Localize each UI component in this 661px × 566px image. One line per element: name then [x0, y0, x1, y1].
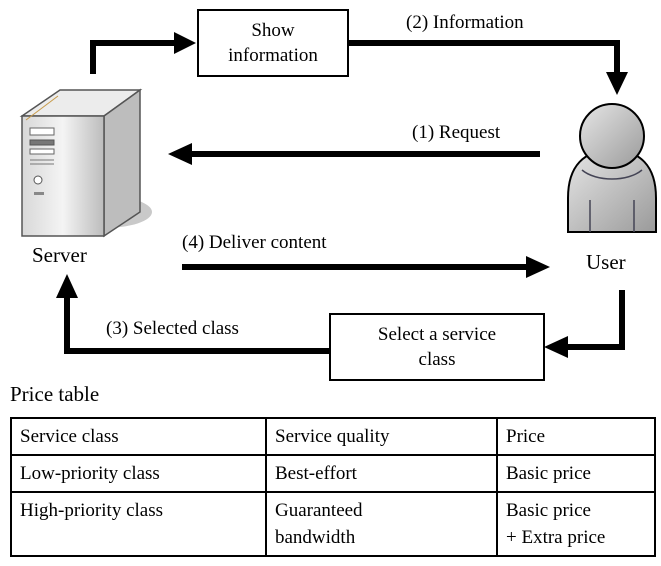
arrow-selected-class: [56, 274, 330, 354]
cell-price: Basic price: [496, 454, 656, 493]
price-line2: + Extra price: [506, 527, 606, 548]
quality-line1: Best-effort: [275, 463, 357, 484]
quality-line1: Guaranteed: [275, 500, 363, 521]
arrow-request: [168, 143, 540, 165]
header-service-class: Service class: [10, 417, 267, 456]
price-line1: Basic price: [506, 463, 591, 484]
select-class-label: Select a service class: [330, 322, 544, 372]
cell-service-class: Low-priority class: [10, 454, 267, 493]
quality-line2: bandwidth: [275, 527, 356, 548]
select-class-box: [329, 313, 545, 381]
cell-price: Basic price + Extra price: [496, 491, 656, 557]
header-service-quality: Service quality: [265, 417, 498, 456]
show-information-label: Show information: [198, 18, 348, 68]
arrow-deliver: [182, 256, 550, 278]
user-icon: [567, 103, 657, 233]
price-table: Service class Service quality Price Low-…: [10, 417, 656, 557]
table-row: High-priority class Guaranteed bandwidth…: [10, 491, 656, 557]
show-information-line2: information: [228, 45, 318, 66]
server-icon: [19, 88, 152, 238]
server-label: Server: [32, 243, 87, 267]
select-class-line1: Select a service: [377, 324, 497, 345]
arrow-information: [348, 40, 628, 95]
edge-label-information: (2) Information: [406, 12, 524, 33]
price-line1: Basic price: [506, 500, 591, 521]
table-header-row: Service class Service quality Price: [10, 417, 656, 456]
cell-service-class: High-priority class: [10, 491, 267, 557]
edge-label-request: (1) Request: [412, 122, 501, 143]
user-label: User: [586, 250, 626, 274]
show-information-line1: Show: [251, 20, 295, 41]
select-class-line2: class: [418, 349, 456, 370]
arrow-user-to-select: [544, 290, 625, 358]
table-row: Low-priority class Best-effort Basic pri…: [10, 454, 656, 493]
edge-label-selected-class: (3) Selected class: [106, 318, 239, 339]
header-price: Price: [496, 417, 656, 456]
edge-label-deliver: (4) Deliver content: [182, 232, 327, 253]
arrow-server-to-show: [90, 32, 196, 74]
cell-service-quality: Best-effort: [265, 454, 498, 493]
price-table-caption: Price table: [10, 382, 100, 406]
cell-service-quality: Guaranteed bandwidth: [265, 491, 498, 557]
